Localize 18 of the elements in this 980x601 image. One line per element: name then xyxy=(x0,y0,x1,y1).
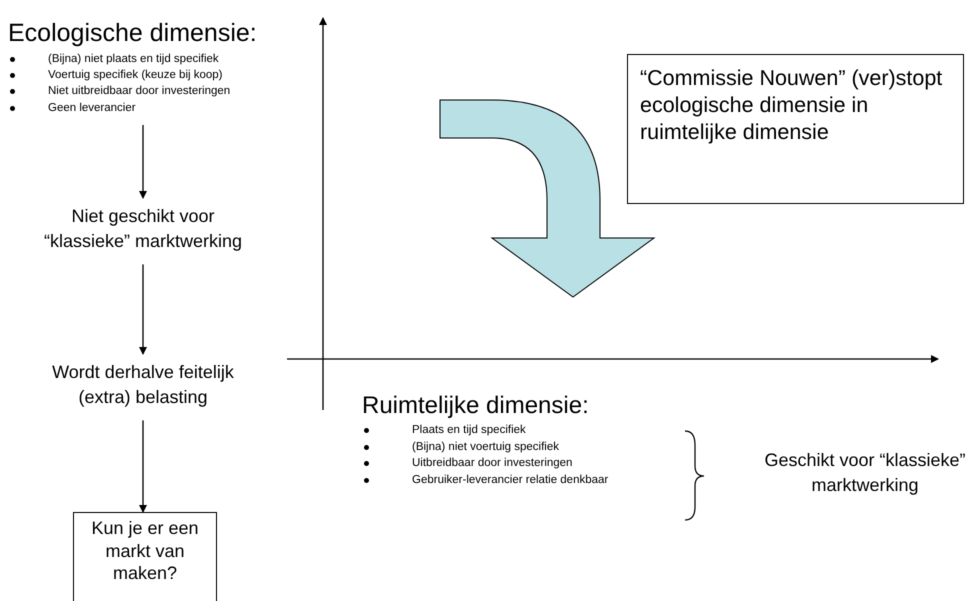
heading: Ruimtelijke dimensie: xyxy=(362,393,590,420)
arrow xyxy=(139,125,147,199)
bullet-text: (Bijna) niet voertuig specifiek xyxy=(412,440,560,454)
step-text: Wordt derhalve feitelijk (extra) belasting xyxy=(28,360,258,410)
heading: Ecologische dimensie: xyxy=(8,20,258,48)
bullet-text: Geen leverancier xyxy=(48,100,136,115)
bullet-text: Voertuig specifiek (keuze bij koop) xyxy=(48,68,223,82)
arrow xyxy=(139,264,147,355)
bullet-text: Uitbreidbaar door investeringen xyxy=(412,456,572,471)
step-text: Niet geschikt voor “klassieke” marktwerking xyxy=(33,204,253,254)
process-box: Kun je er een markt van maken? xyxy=(73,512,217,601)
note-box: “Commissie Nouwen” (ver)stopt ecologische dimensie in ruimtelijke dimensie xyxy=(627,54,964,204)
bullet-text: Niet uitbreidbaar door investeringen xyxy=(48,84,230,99)
conclusion-text: Geschikt voor “klassieke” marktwerking xyxy=(755,448,975,498)
bullet-text: Plaats en tijd specifiek xyxy=(412,423,526,438)
arrow xyxy=(139,420,147,513)
bullet-text: (Bijna) niet plaats en tijd specifiek xyxy=(48,52,219,66)
bullet-text: Gebruiker-leverancier relatie denkbaar xyxy=(412,472,608,487)
